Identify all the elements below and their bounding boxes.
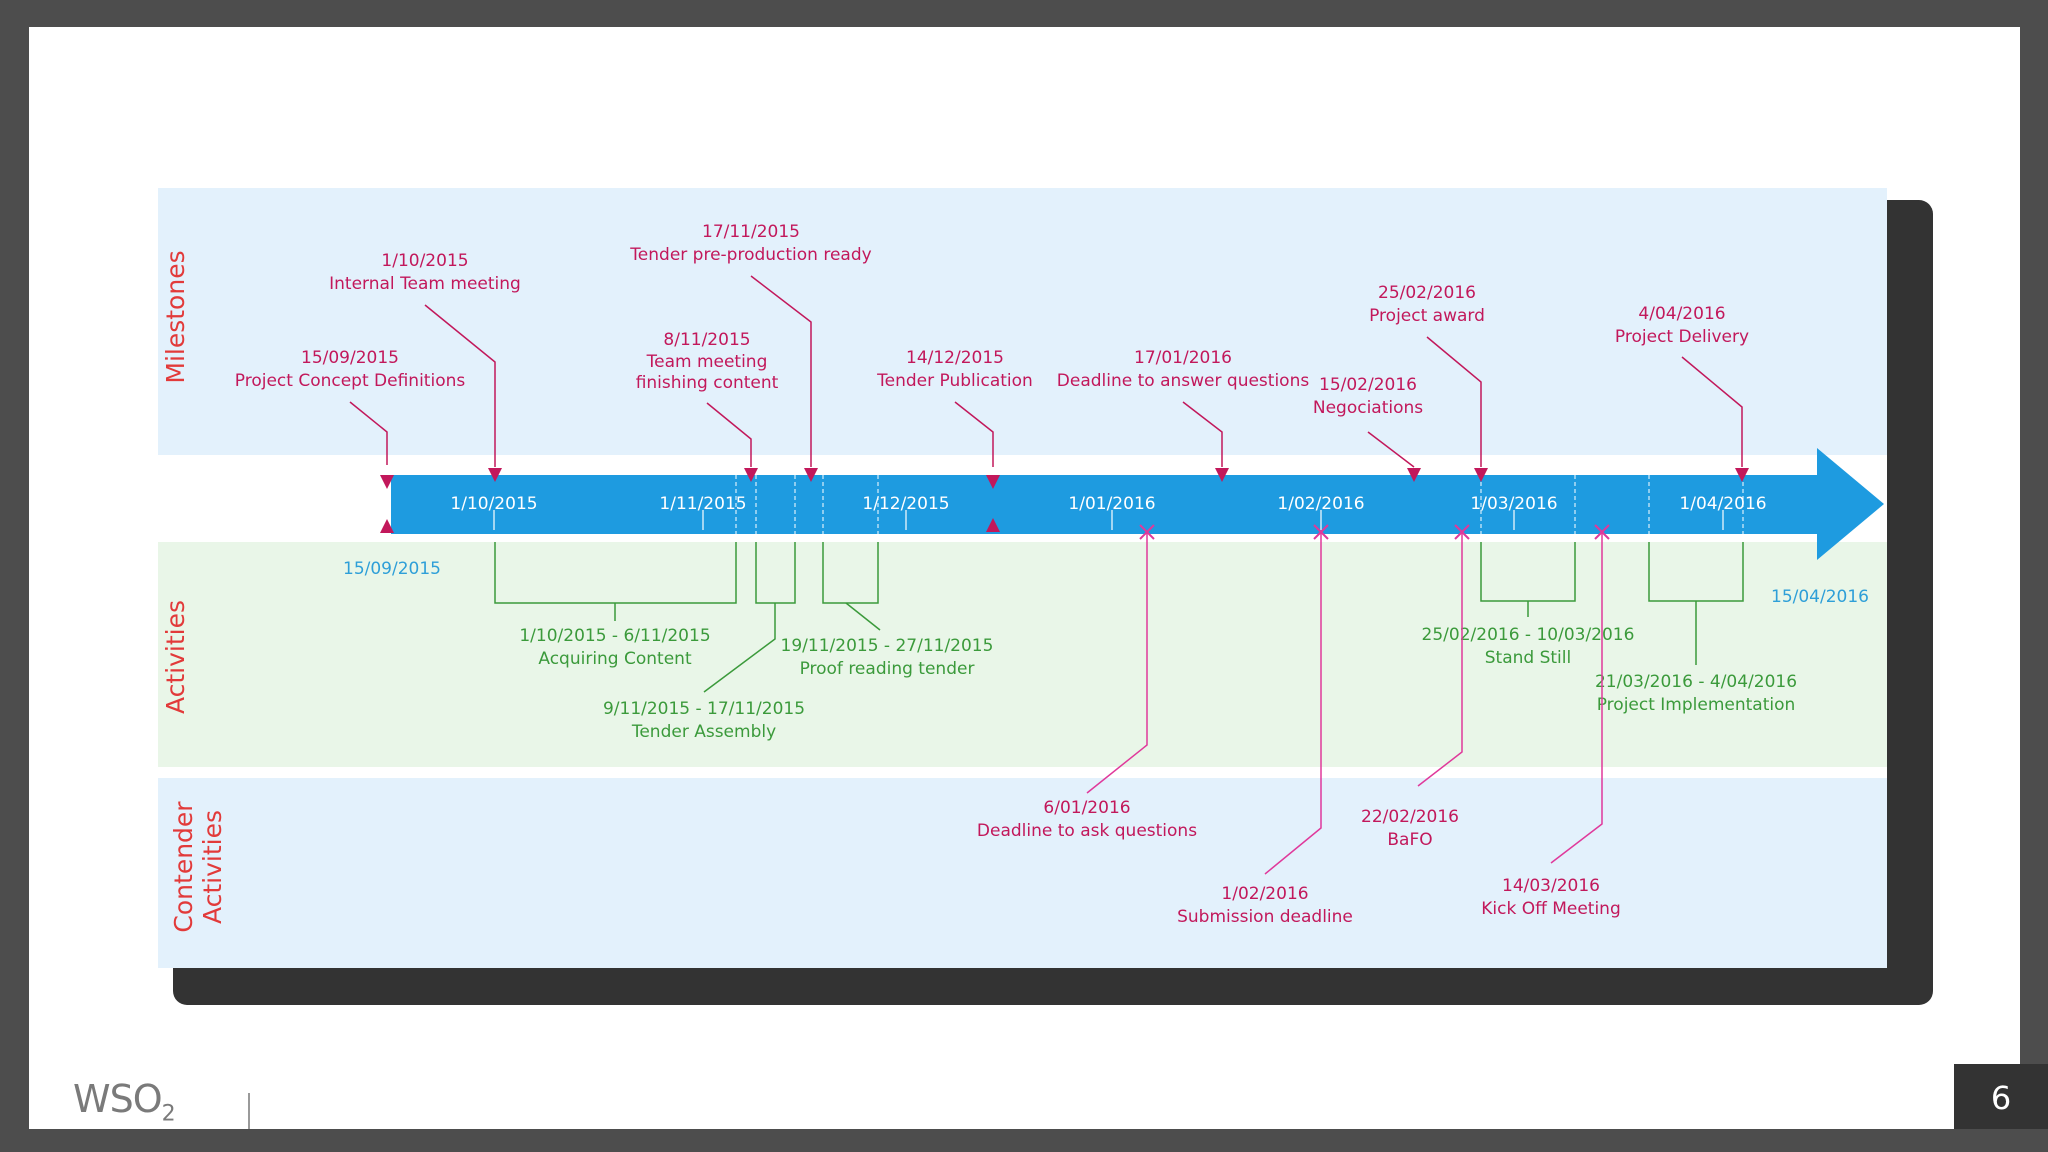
axis-label: 1/02/2016 bbox=[1277, 494, 1364, 514]
milestone-date: 14/12/2015 bbox=[906, 348, 1004, 368]
milestone-title: Deadline to answer questions bbox=[1057, 371, 1310, 391]
milestone-leaders bbox=[349, 275, 1743, 468]
lane-label-activities: Activities bbox=[161, 600, 190, 714]
activity-range: 9/11/2015 - 17/11/2015 bbox=[603, 699, 805, 719]
footer-divider bbox=[248, 1093, 250, 1129]
milestone-date: 1/10/2015 bbox=[381, 251, 468, 271]
axis-label: 1/11/2015 bbox=[659, 494, 746, 514]
activity-title: Project Implementation bbox=[1597, 695, 1796, 715]
axis-label: 1/12/2015 bbox=[862, 494, 949, 514]
timeline-arrow bbox=[391, 448, 1884, 560]
slide: Milestones Activities Contender Activiti… bbox=[29, 27, 2020, 1129]
milestone-markers bbox=[380, 468, 1749, 533]
wso2-logo: WSO2 bbox=[73, 1077, 176, 1127]
milestone-marker bbox=[1474, 468, 1488, 482]
contender-leaders bbox=[1086, 532, 1603, 875]
contender-title: Submission deadline bbox=[1177, 907, 1353, 927]
milestone-marker bbox=[1215, 468, 1229, 482]
milestone-marker bbox=[986, 518, 1000, 532]
milestone-marker bbox=[804, 468, 818, 482]
end-date-label: 15/04/2016 bbox=[1771, 587, 1869, 607]
milestones-band bbox=[158, 188, 1887, 455]
contender-date: 14/03/2016 bbox=[1502, 876, 1600, 896]
activity-title: Proof reading tender bbox=[800, 659, 975, 679]
activity-range: 19/11/2015 - 27/11/2015 bbox=[781, 636, 994, 656]
activity-title: Stand Still bbox=[1485, 648, 1571, 668]
axis-label: 1/03/2016 bbox=[1470, 494, 1557, 514]
axis-ticks bbox=[493, 510, 1724, 530]
contender-band bbox=[158, 778, 1887, 968]
milestone-title: Negociations bbox=[1313, 398, 1423, 418]
contender-date: 22/02/2016 bbox=[1361, 807, 1459, 827]
milestone-marker bbox=[380, 519, 394, 533]
milestone-marker bbox=[986, 475, 1000, 489]
milestone-marker bbox=[744, 468, 758, 482]
milestone-marker bbox=[1407, 468, 1421, 482]
contender-title: Kick Off Meeting bbox=[1481, 899, 1621, 919]
axis-label: 1/04/2016 bbox=[1679, 494, 1766, 514]
milestone-date: 4/04/2016 bbox=[1638, 304, 1725, 324]
milestone-date: 17/01/2016 bbox=[1134, 348, 1232, 368]
contender-title: BaFO bbox=[1387, 830, 1432, 850]
contender-date: 6/01/2016 bbox=[1043, 798, 1130, 818]
timeline-diagram: Milestones Activities Contender Activiti… bbox=[158, 188, 1887, 968]
milestone-title-line2: finishing content bbox=[636, 373, 779, 393]
activity-range: 1/10/2015 - 6/11/2015 bbox=[519, 626, 710, 646]
contender-title: Deadline to ask questions bbox=[977, 821, 1197, 841]
milestone-title: Internal Team meeting bbox=[329, 274, 521, 294]
milestone-title: Tender Publication bbox=[876, 371, 1033, 391]
axis-dashes bbox=[735, 475, 1744, 534]
milestone-title: Team meeting bbox=[646, 352, 768, 372]
axis-label: 1/10/2015 bbox=[450, 494, 537, 514]
milestone-date: 8/11/2015 bbox=[663, 330, 750, 350]
milestone-title: Project Delivery bbox=[1615, 327, 1749, 347]
activity-title: Acquiring Content bbox=[538, 649, 692, 669]
lane-label-contender-activities: Activities bbox=[198, 810, 227, 924]
start-date-label: 15/09/2015 bbox=[343, 559, 441, 579]
milestone-title: Project Concept Definitions bbox=[235, 371, 466, 391]
contender-markers bbox=[1139, 524, 1610, 540]
page-number: 6 bbox=[1954, 1064, 2048, 1129]
activities-band bbox=[158, 542, 1887, 767]
lane-label-milestones: Milestones bbox=[161, 250, 190, 383]
milestone-date: 17/11/2015 bbox=[702, 222, 800, 242]
axis-label: 1/01/2016 bbox=[1068, 494, 1155, 514]
milestone-marker bbox=[380, 475, 394, 489]
milestone-title: Tender pre-production ready bbox=[629, 245, 871, 265]
activity-brackets bbox=[494, 542, 1744, 693]
lane-label-contender: Contender bbox=[169, 801, 198, 933]
milestone-marker bbox=[1735, 468, 1749, 482]
milestone-marker bbox=[488, 468, 502, 482]
activity-range: 21/03/2016 - 4/04/2016 bbox=[1595, 672, 1797, 692]
activity-range: 25/02/2016 - 10/03/2016 bbox=[1422, 625, 1635, 645]
band-divider bbox=[158, 767, 1887, 778]
activity-title: Tender Assembly bbox=[631, 722, 776, 742]
milestone-date: 15/09/2015 bbox=[301, 348, 399, 368]
milestone-title: Project award bbox=[1369, 306, 1485, 326]
milestone-date: 15/02/2016 bbox=[1319, 375, 1417, 395]
contender-date: 1/02/2016 bbox=[1221, 884, 1308, 904]
milestone-date: 25/02/2016 bbox=[1378, 283, 1476, 303]
